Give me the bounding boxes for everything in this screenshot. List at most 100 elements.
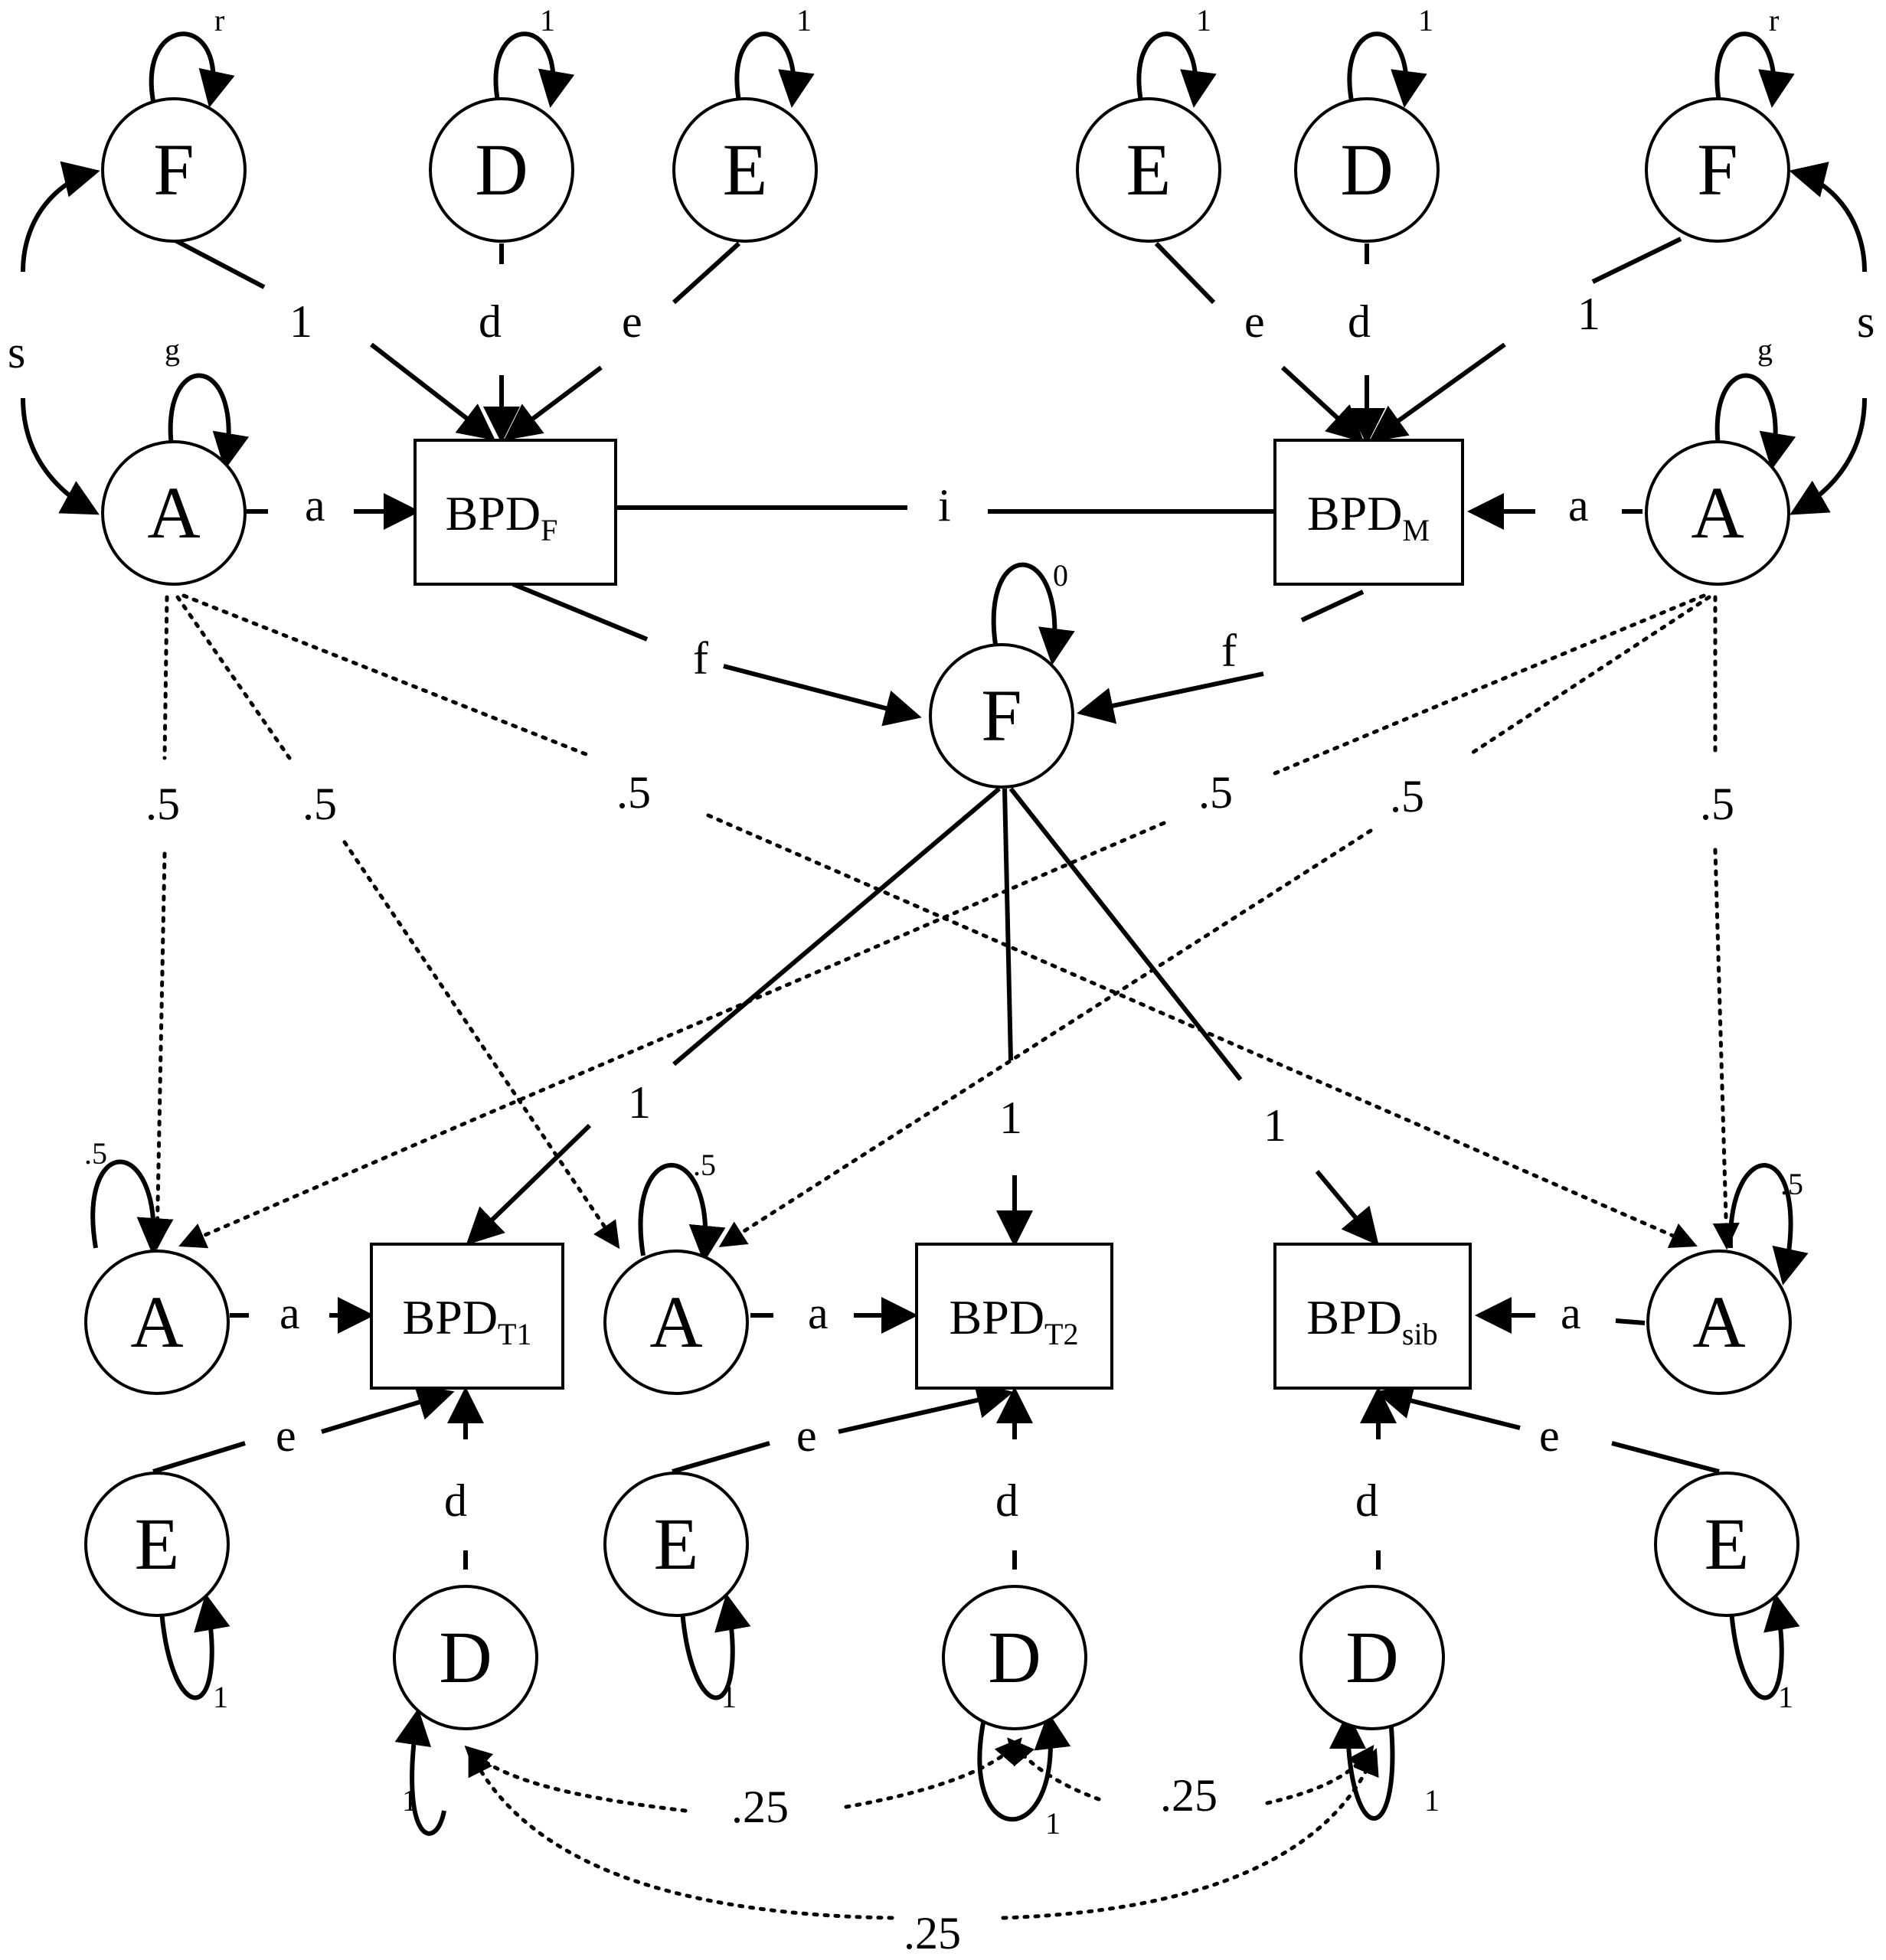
edge-Aright-to-At1 (184, 593, 1706, 1244)
edge-F-left-to-BPDF (171, 237, 490, 436)
label-one-T2: 1 (999, 1093, 1022, 1143)
latent-A-sib: A (1646, 1250, 1792, 1395)
label-a-sib: a (1561, 1288, 1581, 1338)
latent-E-bot-1: E (84, 1472, 230, 1617)
edges (21, 161, 1867, 1920)
loop-E-tl (734, 31, 815, 108)
edge-Fcenter-to-BPDsib (1008, 787, 1374, 1240)
edge-BPDF-to-Fcenter (512, 582, 915, 716)
edge-Aleft-to-At2 (175, 595, 616, 1244)
edge-s-right-lower (1790, 397, 1867, 515)
label-g-right: g (1757, 332, 1773, 367)
loop-D-bot-2 (977, 1712, 1071, 1822)
latent-D-top-left-label: D (475, 129, 528, 211)
edge-Aright-to-Asib (1715, 595, 1727, 1244)
loop-E-bot-1 (159, 1593, 230, 1700)
label-half-1: .5 (145, 779, 180, 829)
label-e-top-left: e (622, 296, 642, 347)
observed-BPD-F: BPDF (413, 439, 617, 586)
label-cov-D1-D2: .25 (731, 1782, 789, 1832)
nodes: F D E E D F A A (84, 97, 1799, 1730)
label-var-F-center: 0 (1053, 558, 1068, 593)
edge-E-tl-to-BPDF (509, 241, 741, 436)
edge-E2-to-BPDT2 (672, 1393, 1007, 1474)
label-e-t1: e (276, 1410, 296, 1461)
label-cov-D1-D3: .25 (904, 1908, 961, 1958)
label-r-left: r (214, 3, 224, 38)
latent-D-bot-2: D (942, 1585, 1087, 1730)
label-var-E-bot-3: 1 (1778, 1680, 1793, 1714)
label-e-top-right: e (1244, 296, 1265, 347)
edge-D1-D3-cov (468, 1748, 894, 1920)
loop-E-bot-3 (1728, 1593, 1800, 1700)
observed-BPD-M: BPDM (1273, 439, 1464, 586)
edge-Aleft-to-Asib (181, 593, 1692, 1244)
label-d-sib: d (1355, 1475, 1378, 1526)
loop-F-center (991, 562, 1075, 665)
label-var-E-top-left: 1 (796, 3, 812, 38)
label-i: i (938, 480, 951, 531)
label-g-left: g (165, 332, 180, 367)
label-r-right: r (1769, 3, 1779, 38)
loop-D-tl (493, 31, 575, 108)
label-var-A-t1: .5 (84, 1136, 107, 1171)
label-half-4: .5 (1198, 767, 1233, 818)
label-var-A-sib: .5 (1780, 1167, 1803, 1201)
label-a-left: a (305, 480, 325, 531)
loop-A-t2 (638, 1163, 726, 1263)
edge-E1-to-BPDT1 (152, 1393, 448, 1474)
latent-F-left-label: F (153, 129, 194, 211)
latent-F-center-label: F (981, 675, 1021, 756)
loop-E-bot-2 (679, 1593, 751, 1700)
label-e-t2: e (796, 1410, 817, 1461)
latent-E-bot-2: E (603, 1472, 749, 1617)
latent-D-bot-1: D (393, 1585, 538, 1730)
label-half-6: .5 (1700, 779, 1734, 829)
label-one-T1: 1 (628, 1077, 651, 1128)
edge-D1-D2-cov (464, 1745, 688, 1813)
label-one-F-right: 1 (1577, 289, 1600, 339)
observed-BPD-sib: BPDsib (1273, 1243, 1472, 1390)
edge-F-right-to-BPDM (1374, 237, 1682, 438)
edge-D2-D3-cov (1007, 1737, 1101, 1802)
edge-s-left-lower (21, 397, 100, 515)
observed-BPD-M-label: BPDM (1307, 486, 1430, 547)
observed-BPD-T1-label: BPDT1 (403, 1290, 532, 1351)
label-cov-D2-D3: .25 (1160, 1770, 1218, 1821)
label-var-D-bot-2: 1 (1045, 1806, 1061, 1841)
label-one-sib: 1 (1263, 1100, 1286, 1151)
latent-D-top-right-label: D (1340, 129, 1393, 211)
edge-s-right (1789, 162, 1867, 273)
loop-F-right (1714, 31, 1795, 108)
label-var-E-bot-1: 1 (213, 1680, 228, 1714)
latent-D-bot-2-label: D (988, 1616, 1041, 1698)
latent-D-top-right: D (1294, 97, 1440, 243)
label-d-t1: d (444, 1475, 467, 1526)
latent-A-left-label: A (147, 472, 200, 554)
edge-BPDM-to-Fcenter (1084, 590, 1365, 712)
latent-D-bot-1-label: D (439, 1616, 492, 1698)
latent-E-top-left-label: E (723, 129, 768, 211)
loop-F-left (149, 31, 235, 108)
label-f-right: f (1221, 626, 1237, 676)
label-a-t2: a (808, 1288, 829, 1338)
loop-A-right (1714, 373, 1796, 470)
label-var-A-t2: .5 (693, 1148, 716, 1182)
variance-loops (90, 31, 1809, 1836)
latent-F-center: F (929, 643, 1074, 789)
label-var-D-bot-1: 1 (402, 1783, 417, 1818)
latent-E-bot-1-label: E (135, 1503, 180, 1585)
edge-assortative-mating (616, 505, 1273, 514)
observed-BPD-T2: BPDT2 (915, 1243, 1113, 1390)
latent-A-t2: A (603, 1250, 749, 1395)
path-labels: r 1 1 1 1 r s s g g 1 d e e d 1 a i a 0 … (8, 3, 1875, 1958)
edge-D1-D2-cov-b (844, 1737, 1022, 1809)
edge-Aleft-to-At1 (157, 595, 167, 1244)
observed-BPD-F-label: BPDF (446, 486, 558, 547)
label-one-F-left: 1 (289, 296, 312, 347)
latent-F-left: F (101, 97, 247, 243)
observed-BPD-T2-label: BPDT2 (950, 1290, 1079, 1351)
label-a-right: a (1568, 480, 1589, 531)
label-var-E-top-right: 1 (1196, 3, 1211, 38)
label-d-t2: d (995, 1475, 1018, 1526)
